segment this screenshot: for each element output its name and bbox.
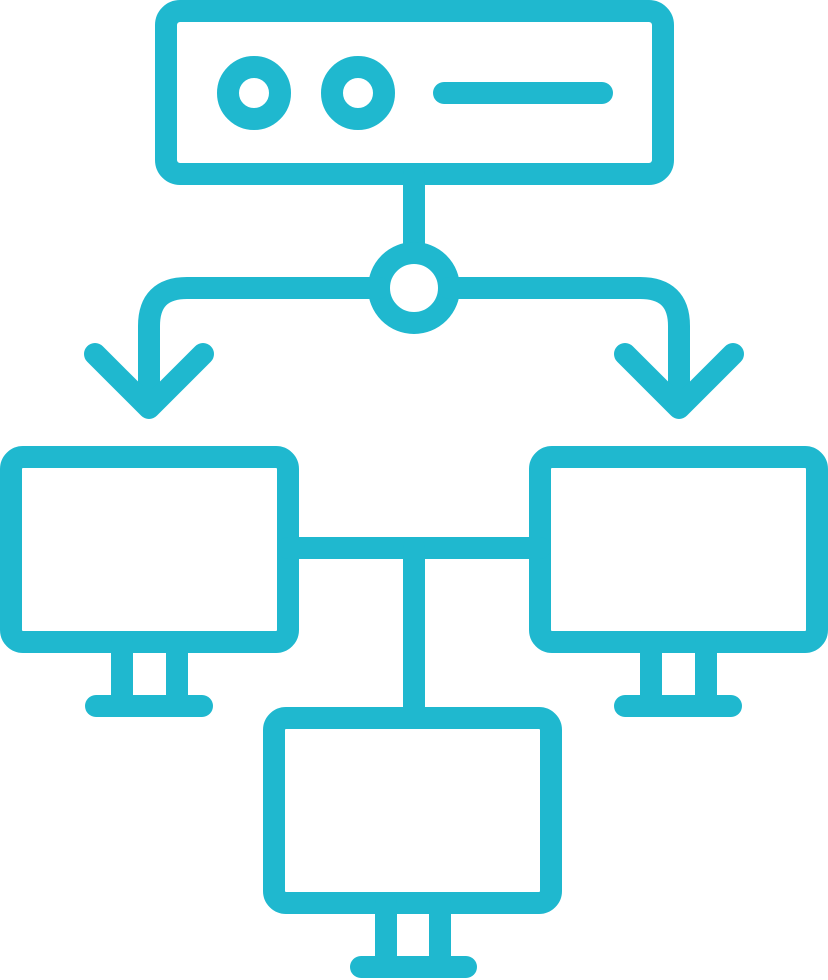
right-desktop-monitor-icon bbox=[529, 446, 828, 717]
server-led-2 bbox=[321, 56, 395, 130]
left-arrow-down-icon bbox=[84, 343, 214, 419]
left-monitor-screen bbox=[0, 446, 299, 653]
bottom-desktop-monitor-icon bbox=[263, 707, 562, 978]
left-branch-connector bbox=[138, 277, 390, 413]
bottom-monitor-screen bbox=[263, 707, 562, 914]
right-branch-connector bbox=[438, 277, 690, 413]
right-monitor-screen bbox=[529, 446, 828, 653]
right-arrow-down-icon bbox=[614, 343, 744, 419]
server-rack-icon bbox=[155, 0, 674, 185]
server-led-1 bbox=[217, 56, 291, 130]
left-desktop-monitor-icon bbox=[0, 446, 299, 717]
